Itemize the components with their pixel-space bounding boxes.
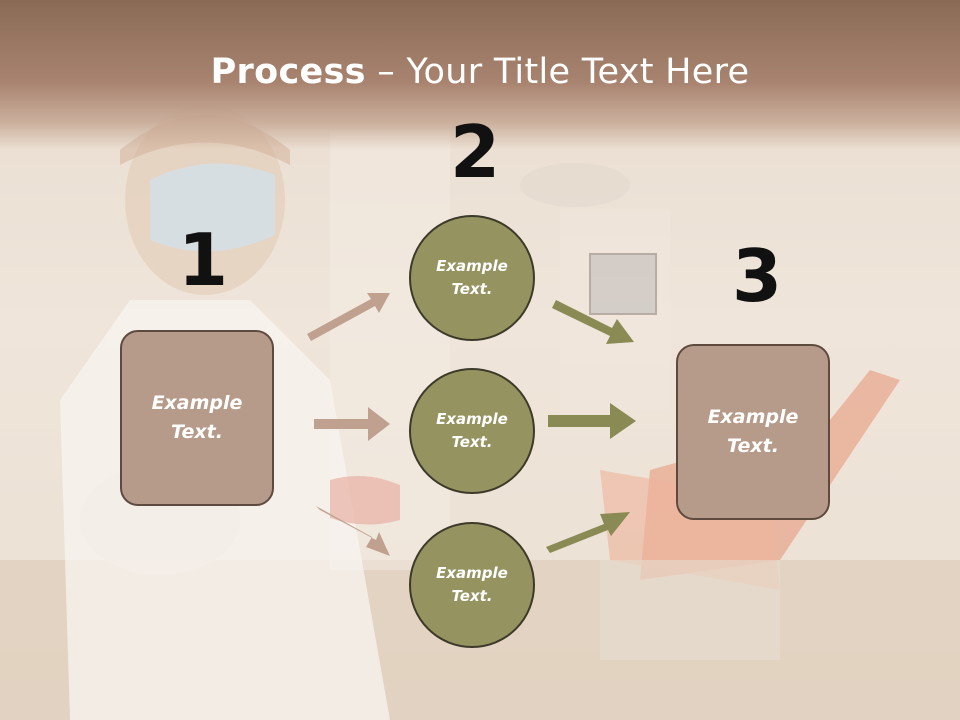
arrow-top-to-right [552,300,634,344]
circle-top-text: Example Text. [436,257,508,298]
page-title: Process – Your Title Text Here [0,52,960,92]
circle-middle: Example Text. [409,368,535,494]
circle-bottom-text: Example Text. [436,564,508,605]
title-band [0,0,960,150]
arrow-bottom-to-right [546,512,630,553]
arrow-left-to-bottom [316,506,390,556]
right-box-text: Example Text. [707,406,799,457]
step-number-2: 2 [450,110,501,194]
arrow-left-to-middle [314,407,390,441]
left-box-text: Example Text. [151,392,243,443]
circle-middle-text: Example Text. [436,410,508,451]
title-rest: – Your Title Text Here [365,52,750,92]
arrow-middle-to-right [548,403,636,439]
arrow-left-to-top [307,293,390,341]
step-number-3: 3 [732,234,783,318]
left-box: Example Text. [120,330,274,506]
step-number-1: 1 [178,218,229,302]
title-bold: Process [210,52,366,92]
circle-bottom: Example Text. [409,522,535,648]
right-box: Example Text. [676,344,830,520]
circle-top: Example Text. [409,215,535,341]
